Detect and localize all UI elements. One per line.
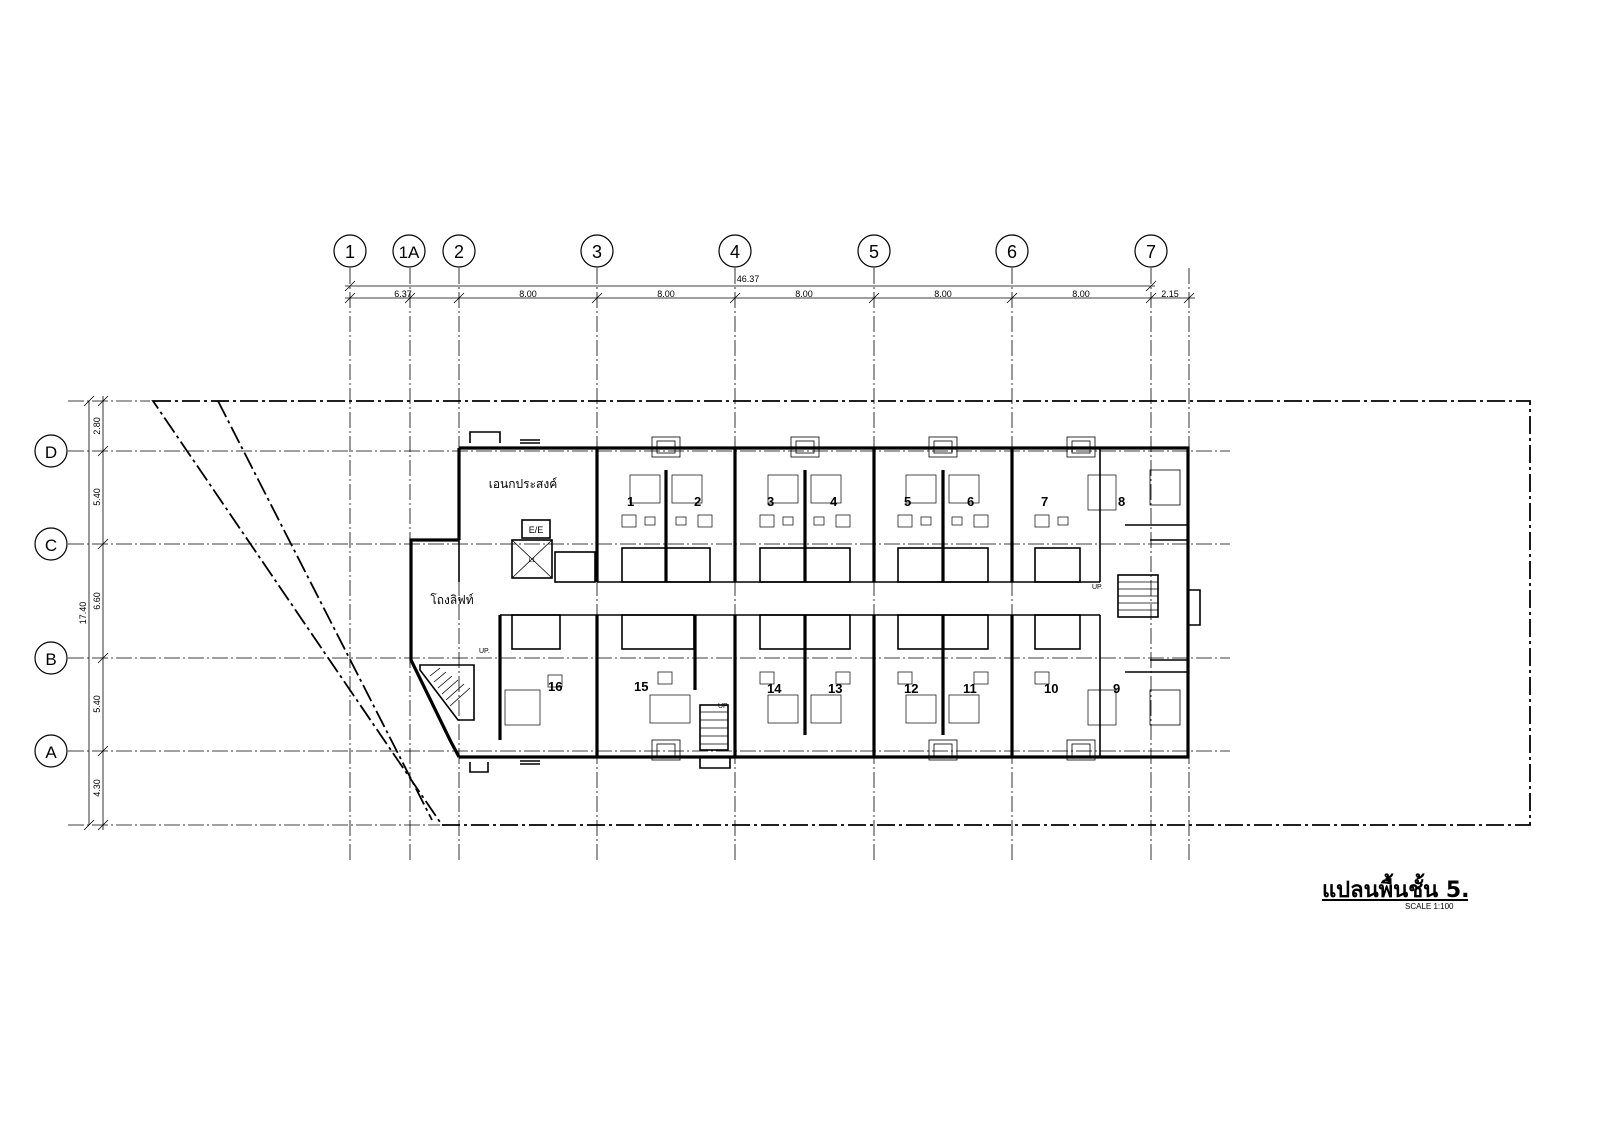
svg-text:5: 5	[869, 242, 879, 262]
upper-bathrooms	[554, 547, 1081, 583]
svg-text:7: 7	[1146, 242, 1156, 262]
room-number-14: 14	[767, 681, 782, 696]
row-bubble-c: C	[34, 527, 68, 561]
dim-row-3: 6.60	[92, 592, 102, 610]
room-number-16: 16	[548, 679, 562, 694]
grid-lines-vertical	[349, 268, 1190, 862]
svg-text:3: 3	[592, 242, 602, 262]
lower-bathrooms	[511, 614, 1081, 650]
room-number-6: 6	[967, 494, 974, 509]
svg-text:D: D	[45, 443, 57, 462]
dim-span-1: 6.37	[394, 289, 412, 299]
column-bubble-6: 6	[995, 234, 1029, 268]
upper-room-partitions	[595, 448, 1014, 582]
room-number-12: 12	[904, 681, 918, 696]
dim-span-7: 2.15	[1161, 289, 1179, 299]
dim-row-1: 2.80	[92, 417, 102, 435]
stair-middle	[699, 704, 729, 751]
room-number-9: 9	[1113, 681, 1120, 696]
dim-overall-vertical: 17.40	[78, 602, 88, 625]
grid-lines-horizontal	[68, 400, 1230, 826]
stair-up-left-label: UP.	[479, 648, 490, 655]
row-bubble-a: A	[34, 734, 68, 768]
corridor-walls	[458, 448, 1188, 757]
column-bubble-7: 7	[1134, 234, 1168, 268]
dim-span-6: 8.00	[1072, 289, 1090, 299]
left-dimension-chain: 17.40 2.80 5.40 6.60 5.40 4.30	[78, 395, 109, 831]
row-bubble-b: B	[34, 641, 68, 675]
lower-room-partitions	[498, 615, 1014, 757]
room-number-5: 5	[904, 494, 911, 509]
column-bubble-5: 5	[857, 234, 891, 268]
row-bubble-d: D	[34, 434, 68, 468]
stair-right	[1117, 574, 1159, 618]
room-number-2: 2	[694, 494, 701, 509]
room-number-13: 13	[828, 681, 842, 696]
dim-row-5: 4.30	[92, 779, 102, 797]
room-labels: เอนกประสงค์ โถงลิฟท์ E/E L1 UP. UP. UP. …	[430, 477, 1125, 710]
plan-title: แปลนพื้นชั้น 5.	[1322, 878, 1470, 903]
column-bubble-1a: 1A	[392, 234, 426, 268]
svg-text:1: 1	[345, 242, 355, 262]
room-number-3: 3	[767, 494, 774, 509]
lift-core	[511, 519, 553, 579]
row-bubbles: D C B A	[34, 434, 68, 768]
svg-text:2: 2	[454, 242, 464, 262]
room-beds	[504, 474, 1117, 726]
stair-up-middle-label: UP.	[718, 703, 729, 710]
top-dimension-chain: 46.37 6.37 8.00 8.00 8.00 8.00 8.00 2.15	[344, 274, 1195, 304]
stair-left	[419, 664, 475, 721]
room-number-7: 7	[1041, 494, 1048, 509]
column-bubble-3: 3	[580, 234, 614, 268]
stair-up-right-label: UP.	[1092, 584, 1103, 591]
room-number-15: 15	[634, 679, 648, 694]
property-boundary	[151, 400, 1531, 826]
column-bubble-4: 4	[718, 234, 752, 268]
room-number-8: 8	[1118, 494, 1125, 509]
column-bubble-1: 1	[333, 234, 367, 268]
svg-text:6: 6	[1007, 242, 1017, 262]
dim-overall: 46.37	[737, 274, 760, 284]
facade-windows	[651, 436, 1181, 761]
svg-text:B: B	[45, 650, 56, 669]
dim-row-4: 5.40	[92, 695, 102, 713]
plan-scale: SCALE 1:100	[1405, 902, 1454, 911]
room-number-10: 10	[1044, 681, 1058, 696]
exterior-walls	[409, 431, 1201, 773]
dim-span-4: 8.00	[795, 289, 813, 299]
room-label-ee: E/E	[529, 525, 544, 535]
room-number-11: 11	[963, 681, 977, 696]
room-number-4: 4	[830, 494, 838, 509]
room-label-multipurpose: เอนกประสงค์	[489, 477, 558, 491]
column-bubbles: 1 1A 2 3 4 5 6 7	[333, 234, 1168, 268]
room-label-lift-hall: โถงลิฟท์	[430, 593, 473, 607]
title-underline	[1322, 899, 1468, 901]
room-label-lift: L1	[529, 558, 536, 564]
dim-span-3: 8.00	[657, 289, 675, 299]
room-number-1: 1	[627, 494, 634, 509]
dim-span-2: 8.00	[519, 289, 537, 299]
room-seating	[547, 514, 1069, 688]
svg-text:C: C	[45, 536, 57, 555]
dim-row-2: 5.40	[92, 488, 102, 506]
svg-text:A: A	[45, 743, 57, 762]
svg-text:4: 4	[730, 242, 740, 262]
svg-text:1A: 1A	[399, 243, 420, 262]
column-bubble-2: 2	[442, 234, 476, 268]
dim-span-5: 8.00	[934, 289, 952, 299]
